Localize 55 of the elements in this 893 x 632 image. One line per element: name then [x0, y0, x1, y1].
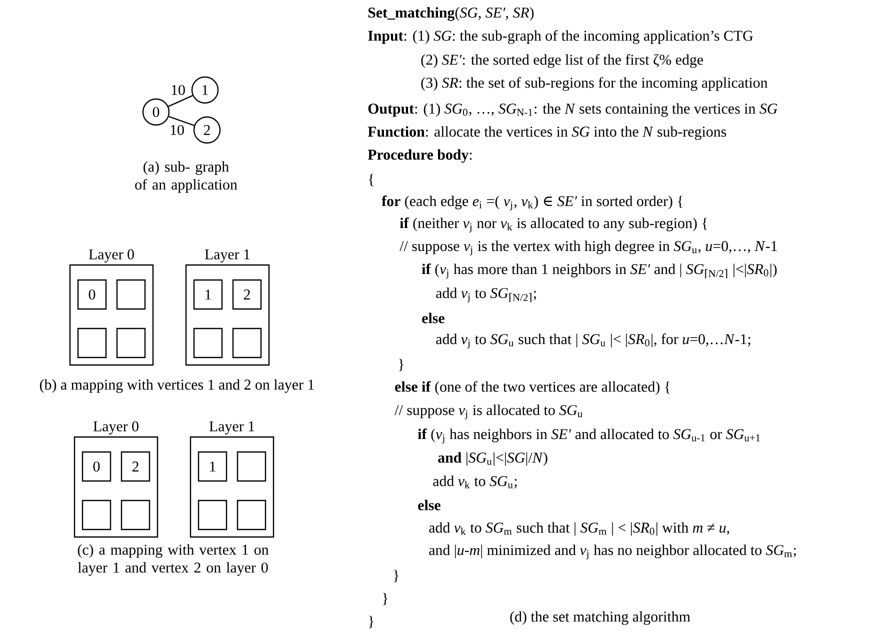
core-box	[116, 328, 146, 358]
caption: (d) the set matching algorithm	[510, 611, 690, 625]
code-line: if (v$_{j}$ has neighbors in SE′ and allocated to SG$_{u-1}$ or SG$_{u+1}$	[418, 428, 760, 444]
code-line: }	[394, 570, 398, 582]
code-line: add v$_{j}$ to SG$_{⌈N/2⌉}$;	[436, 288, 536, 302]
code-line: Set_matching(SG, SE′, SR)	[368, 7, 534, 21]
core-box	[232, 328, 262, 358]
code-line: else	[422, 312, 444, 324]
code-line: if (neither v$_{j}$ nor v$_{k}$ is allocated to any sub-region) {	[400, 218, 707, 232]
code-line: }	[368, 616, 374, 628]
caption: (b) a mapping with vertices 1 and 2 on layer 1	[40, 379, 314, 393]
core-box	[193, 328, 223, 358]
edge-label: 10	[170, 84, 186, 96]
code-line: // suppose v$_{j}$ is the vertex with high degree in SG$_{u}$, u=0,…, N-1	[400, 240, 777, 256]
core-box: 2	[120, 451, 150, 482]
code-line: Function: allocate the vertices in SG into the N sub-regions	[368, 126, 726, 140]
caption: (a) sub- graph of an application	[135, 161, 238, 193]
core-box	[198, 500, 228, 530]
code-line: else if (one of the two vertices are allocated) {	[395, 381, 670, 395]
core-box	[236, 451, 266, 482]
code-line: add v$_{j}$ to SG$_{u}$ such that | SG$_{u}$ |< |SR$_{0}$|, for u=0,…N-1;	[436, 334, 750, 348]
caption: (c) a mapping with vertex 1 on layer 1 and vertex 2 on layer 0	[78, 544, 269, 576]
code-line: (2) SE′: the sorted edge list of the first ζ% edge	[421, 54, 704, 68]
edge-line	[168, 95, 193, 107]
code-line: for (each edge e$_{i}$ =( v$_{j}$, v$_{k}$) ∈ SE′ in sorted order) {	[382, 196, 682, 210]
code-line: // suppose v$_{j}$ is allocated to SG$_{u}$	[394, 404, 582, 420]
core-box: 0	[77, 279, 107, 310]
core-box: 2	[232, 279, 262, 310]
core-box: 0	[82, 451, 112, 482]
core-box	[236, 500, 266, 530]
code-line: {	[368, 174, 374, 186]
core-box	[116, 279, 146, 310]
node-label: Layer 0	[93, 421, 138, 434]
node-label: Layer 1	[204, 249, 250, 262]
code-line: (3) SR: the set of sub-regions for the incoming application	[421, 77, 768, 91]
edge-line	[168, 116, 194, 126]
code-line: and |u-m| minimized and v$_{j}$ has no neighbor allocated to SG$_{m}$;	[429, 544, 796, 560]
edge-label: 10	[168, 124, 186, 136]
code-line: else	[418, 500, 440, 510]
core-box	[120, 500, 150, 530]
node-label: Layer 1	[209, 421, 254, 434]
code-line: and |SG$_{u}$|<|SG|/N)	[438, 452, 548, 466]
code-line: Procedure body:	[368, 149, 472, 163]
code-line: Output: (1) SG$_{0}$, …, SG$_{N-1}$: the N sets containing the vertices in SG	[368, 103, 778, 117]
code-line: add v$_{k}$ to SG$_{u}$;	[433, 476, 517, 488]
node-label: Layer 0	[88, 249, 134, 262]
core-box	[82, 500, 112, 530]
core-box	[77, 328, 107, 358]
code-line: add v$_{k}$ to SG$_{m}$ such that | SG$_{m}$ | < |SR$_{0}$| with m ≠ u,	[429, 522, 730, 536]
code-line: Input: (1) SG: the sub-graph of the incoming application’s CTG	[368, 30, 753, 44]
code-line: }	[398, 358, 404, 372]
core-box: 1	[198, 451, 228, 482]
code-line: if (v$_{j}$ has more than 1 neighbors in SE′ and | SG$_{⌈N/2⌉}$ |<|SR$_{0}$|)	[422, 264, 777, 278]
core-box: 1	[193, 279, 223, 310]
code-line: }	[382, 592, 388, 606]
